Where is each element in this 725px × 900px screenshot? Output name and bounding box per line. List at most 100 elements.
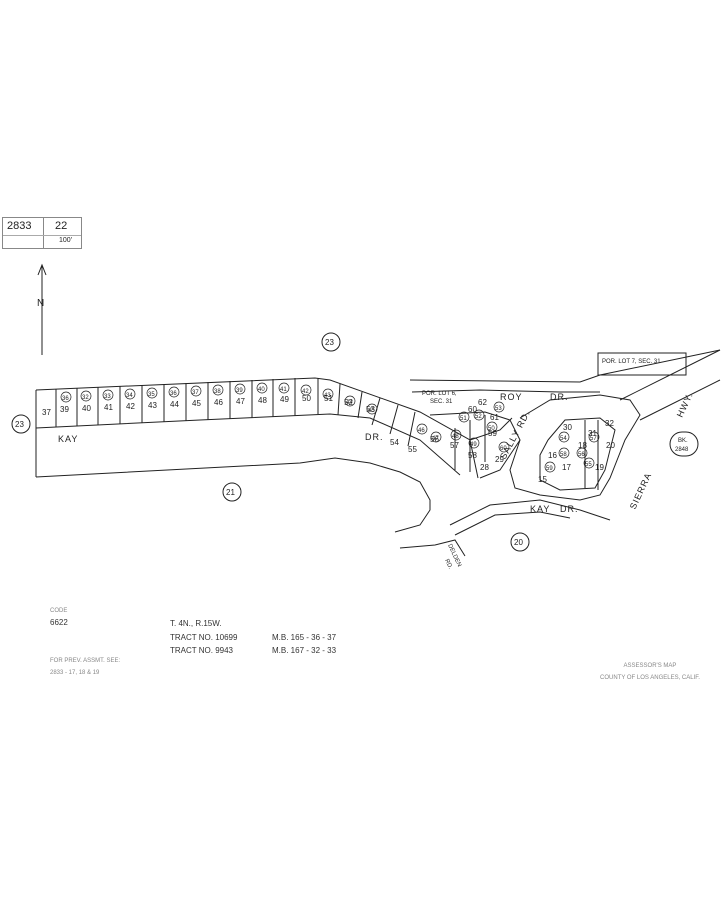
parcel-number-circle <box>486 421 498 433</box>
parcel-number-circle <box>234 383 246 395</box>
parcel-number-circle <box>544 461 556 473</box>
parcel-number: 56 <box>578 452 585 458</box>
scale-label: 100' <box>59 237 73 244</box>
lot-number: 41 <box>104 403 113 412</box>
parcel-number-circle <box>458 411 470 423</box>
lot-number: 61 <box>490 413 499 422</box>
page-number: 22 <box>55 220 68 232</box>
previous-assessment-block: FOR PREV. ASSMT. SEE: 2833 - 17, 18 & 19 <box>50 655 120 679</box>
parcel-number-circle <box>430 431 442 443</box>
adjacent-page-southeast: 20 <box>514 538 523 547</box>
parcel-number-circle <box>344 395 356 407</box>
parcel-number-circle <box>278 382 290 394</box>
portion-lot-6-line-1: POR. LOT 6, <box>422 391 457 397</box>
lot-number: 37 <box>42 408 51 417</box>
lot-number: 18 <box>578 441 587 450</box>
parcel-number: 42 <box>302 389 309 395</box>
parcel-number: 43 <box>324 393 331 399</box>
lot-number: 16 <box>548 451 557 460</box>
header-divider <box>43 218 44 248</box>
lot-number: 49 <box>280 395 289 404</box>
parcel-number-circle <box>498 441 510 453</box>
code-value: 6622 <box>50 618 68 627</box>
parcel-number: 58 <box>560 452 567 458</box>
tract-boundary <box>35 349 721 557</box>
parcel-number-circle <box>558 447 570 459</box>
lot-number: 32 <box>605 419 614 428</box>
parcel-number-circle <box>366 403 378 415</box>
parcel-number-circle <box>558 431 570 443</box>
adjacent-page-west: 23 <box>15 420 24 429</box>
parcel-number-circle <box>256 382 268 394</box>
lot-number: 17 <box>562 463 571 472</box>
lot-number: 20 <box>606 441 615 450</box>
parcel-number-circle <box>146 387 158 399</box>
lot-number: 48 <box>258 396 267 405</box>
book-number: 2833 <box>7 220 32 232</box>
portion-lot-7: POR. LOT 7, SEC. 31 <box>602 359 661 365</box>
parcel-number-circle <box>124 388 136 400</box>
lot-number: 19 <box>595 463 604 472</box>
previous-assessment-ref: 2833 - 17, 18 & 19 <box>50 670 100 676</box>
parcel-number-circle <box>190 385 202 397</box>
lot-number: 46 <box>214 398 223 407</box>
parcel-number: 37 <box>192 390 199 396</box>
lot-number: 51 <box>324 394 333 403</box>
parcel-number-circle <box>473 409 485 421</box>
parcel-number-circle <box>322 388 334 400</box>
parcel-number: 34 <box>126 393 133 399</box>
parcel-number-circle <box>80 390 92 402</box>
lot-number: 29 <box>495 455 504 464</box>
parcel-number: 50 <box>488 426 495 432</box>
lot-number: 15 <box>538 475 547 484</box>
roy-dr-suffix: DR. <box>550 392 569 402</box>
parcel-number: 39 <box>236 388 243 394</box>
header-rule <box>3 235 81 236</box>
parcel-number: 54 <box>560 436 567 442</box>
adjacent-page-markers: 23 23 21 20 BK. 2848 <box>11 332 699 552</box>
kay-dr-east-suffix: DR. <box>560 504 579 514</box>
delden-rd-suffix: RD. <box>443 558 453 570</box>
code-block: CODE 6622 <box>50 605 68 629</box>
parcel-number-circle <box>468 437 480 449</box>
roy-dr-label: ROY <box>500 392 523 402</box>
tract-2-label: TRACT NO. 9943 <box>170 646 233 655</box>
assessor-line-1: ASSESSOR'S MAP <box>623 663 677 669</box>
parcel-number-circle <box>493 401 505 413</box>
sierra-hwy-label: SIERRA <box>628 471 654 511</box>
parcel-number: 41 <box>280 387 287 393</box>
parcel-number-circle <box>576 447 588 459</box>
code-label: CODE <box>50 608 68 614</box>
map-header-box: 2833 22 100' <box>2 217 82 249</box>
parcel-number: 47 <box>432 436 439 442</box>
lot-number: 50 <box>302 394 311 403</box>
parcel-number: 49 <box>470 442 477 448</box>
parcel-number: 46 <box>418 428 425 434</box>
lot-number: 54 <box>390 438 399 447</box>
lot-number: 53 <box>366 405 375 414</box>
lot-number: 42 <box>126 402 135 411</box>
lot-number: 44 <box>170 400 179 409</box>
parcel-number: 53 <box>495 406 502 412</box>
parcel-number: 60 <box>500 446 507 452</box>
tract-2-reference: M.B. 167 - 32 - 33 <box>272 646 337 655</box>
kay-dr-label: KAY <box>58 434 78 444</box>
parcel-number: 38 <box>214 389 221 395</box>
parcel-number: 36 <box>170 391 177 397</box>
parcel-number: 32 <box>82 395 89 401</box>
assessor-line-2: COUNTY OF LOS ANGELES, CALIF. <box>600 675 700 681</box>
parcel-number: 40 <box>258 387 265 393</box>
parcel-number: 45 <box>368 408 375 414</box>
parcel-number: 59 <box>546 466 553 472</box>
parcel-number-circle <box>450 429 462 441</box>
adjacent-book-label: BK. <box>678 438 688 444</box>
parcel-number: 33 <box>104 394 111 400</box>
previous-assessment-label: FOR PREV. ASSMT. SEE: <box>50 658 121 664</box>
portion-labels: POR. LOT 7, SEC. 31 POR. LOT 6, SEC. 31 <box>422 359 661 405</box>
parcel-number-circle <box>168 386 180 398</box>
lot-number: 28 <box>480 463 489 472</box>
lot-number: 62 <box>478 398 487 407</box>
lot-number: 58 <box>468 451 477 460</box>
